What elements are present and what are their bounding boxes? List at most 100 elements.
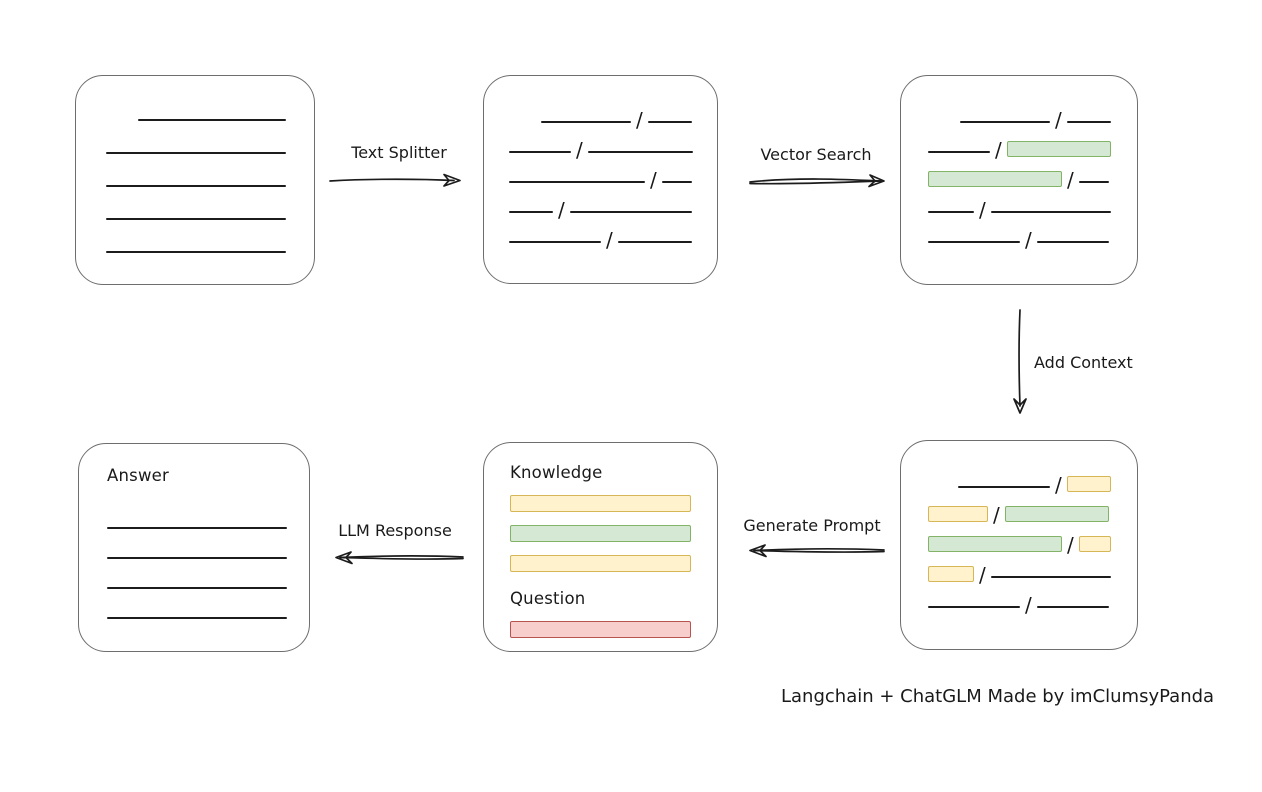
text-line — [928, 211, 974, 213]
vector-search-arrow-right-icon — [749, 174, 885, 188]
separator-slash: / — [558, 198, 565, 222]
chunk-row: / — [928, 218, 1110, 252]
separator-slash: / — [1067, 168, 1074, 192]
text-line-row — [106, 88, 314, 121]
text-line — [106, 218, 286, 220]
prompt-node: Knowledge Question — [483, 442, 718, 652]
add-context-arrow-down-icon — [1013, 309, 1027, 414]
separator-slash: / — [636, 108, 643, 132]
green-chunk — [1006, 141, 1111, 157]
yellow-bar — [510, 555, 691, 572]
text-line — [1066, 121, 1111, 123]
chunk-row: / — [928, 493, 1110, 527]
text-splitter-arrow-right-icon — [329, 173, 461, 187]
text-line — [990, 576, 1111, 578]
text-line — [106, 251, 286, 253]
knowledge-bars — [510, 482, 691, 572]
text-line — [106, 185, 286, 187]
matched-chunks-node: / / / / / — [900, 75, 1138, 285]
chunk-row: / — [509, 188, 692, 222]
text-line — [107, 617, 287, 619]
separator-slash: / — [576, 138, 583, 162]
text-line — [958, 486, 1050, 488]
chunk-row: / — [928, 523, 1111, 557]
matched-chunk-rows: / / / / / — [901, 76, 1137, 252]
text-line-row — [106, 121, 314, 154]
answer-node: Answer — [78, 443, 310, 652]
text-line — [509, 181, 645, 183]
text-line-row — [107, 529, 309, 559]
text-line — [509, 151, 571, 153]
text-line — [617, 241, 692, 243]
yellow-chunk — [1066, 476, 1111, 492]
knowledge-label: Knowledge — [510, 463, 603, 482]
yellow-chunk — [928, 506, 988, 522]
text-splitter-label: Text Splitter — [351, 143, 447, 162]
text-line — [107, 527, 287, 529]
chunk-row: / — [509, 158, 692, 192]
generate-prompt-arrow-left-icon — [749, 544, 885, 558]
separator-slash: / — [993, 503, 1000, 527]
document-node — [75, 75, 315, 285]
context-chunk-rows: / / / / / — [901, 441, 1137, 617]
text-line-row — [107, 559, 309, 589]
separator-slash: / — [1055, 473, 1062, 497]
split-chunks-node: ///// — [483, 75, 718, 284]
chunk-row: / — [928, 158, 1110, 192]
text-line — [1036, 606, 1109, 608]
separator-slash: / — [1067, 533, 1074, 557]
text-line — [541, 121, 631, 123]
text-line — [587, 151, 693, 153]
split-chunk-rows: ///// — [484, 76, 717, 250]
text-line — [928, 151, 990, 153]
chunk-row: / — [928, 98, 1111, 132]
generate-prompt-label: Generate Prompt — [743, 516, 881, 535]
answer-label: Answer — [107, 466, 169, 485]
text-line — [990, 211, 1111, 213]
text-line — [928, 241, 1020, 243]
text-line — [647, 121, 692, 123]
answer-lines — [107, 499, 309, 619]
green-chunk — [928, 171, 1062, 187]
text-line — [569, 211, 692, 213]
document-lines — [76, 76, 314, 253]
context-chunks-node: / / / / / — [900, 440, 1138, 650]
red-bar — [510, 621, 691, 638]
text-line — [928, 606, 1020, 608]
text-line — [509, 211, 553, 213]
chunk-row: / — [509, 98, 692, 132]
chunk-row: / — [928, 583, 1110, 617]
text-line — [1078, 181, 1109, 183]
separator-slash: / — [979, 198, 986, 222]
text-line — [960, 121, 1050, 123]
text-line — [138, 119, 286, 121]
chunk-row: / — [928, 463, 1111, 497]
separator-slash: / — [1055, 108, 1062, 132]
separator-slash: / — [979, 563, 986, 587]
llm-response-arrow-left-icon — [335, 551, 464, 565]
text-line-row — [106, 187, 314, 220]
text-line — [107, 587, 287, 589]
question-label: Question — [510, 589, 586, 608]
separator-slash: / — [995, 138, 1002, 162]
text-line-row — [107, 589, 309, 619]
chunk-row: / — [509, 218, 692, 250]
credit-text: Langchain + ChatGLM Made by imClumsyPand… — [781, 686, 1215, 707]
yellow-bar — [510, 495, 691, 512]
question-bars — [510, 608, 691, 638]
separator-slash: / — [1025, 593, 1032, 617]
yellow-chunk — [928, 566, 974, 582]
chunk-row: / — [509, 128, 693, 162]
text-line — [661, 181, 692, 183]
text-line-row — [106, 154, 314, 187]
separator-slash: / — [1025, 228, 1032, 252]
text-line-row — [107, 499, 309, 529]
green-chunk — [1004, 506, 1109, 522]
vector-search-label: Vector Search — [760, 145, 872, 164]
text-line-row — [106, 220, 314, 253]
text-line — [509, 241, 601, 243]
chunk-row: / — [928, 128, 1111, 162]
yellow-chunk — [1078, 536, 1111, 552]
separator-slash: / — [650, 168, 657, 192]
